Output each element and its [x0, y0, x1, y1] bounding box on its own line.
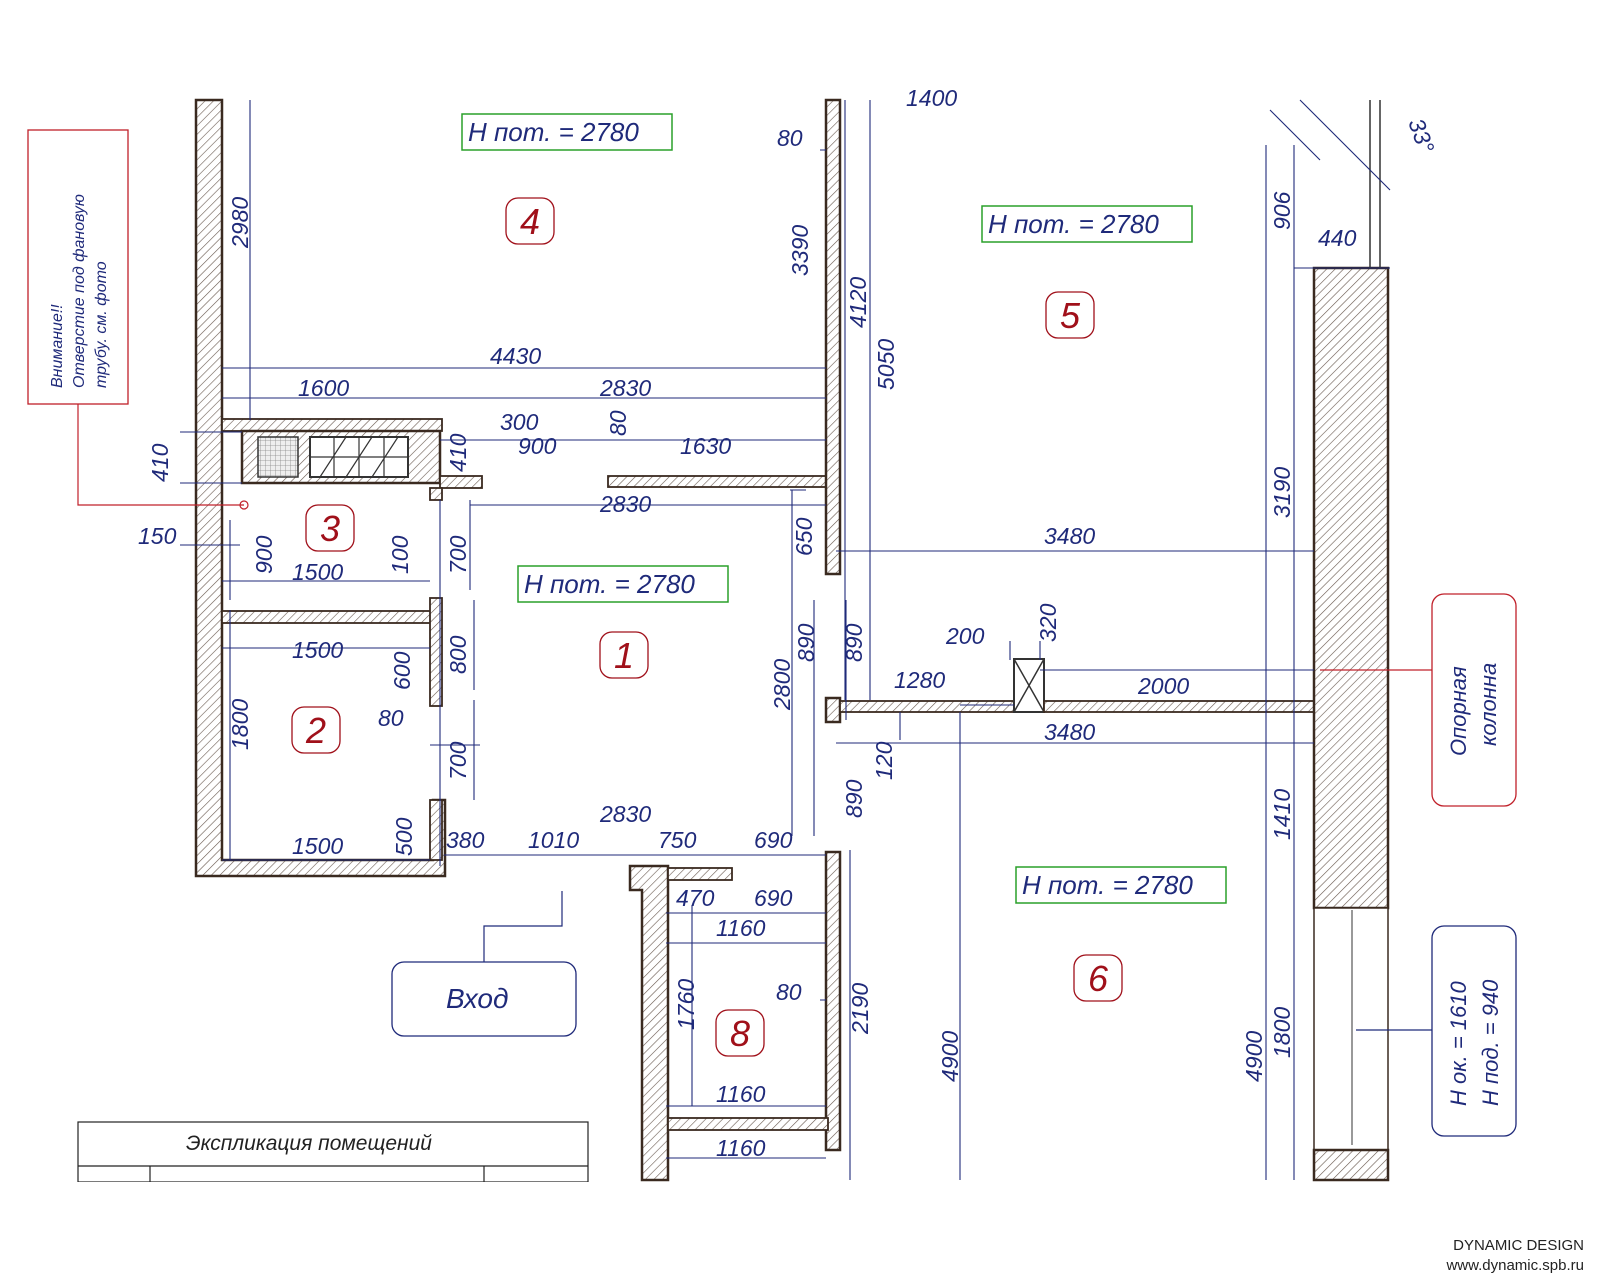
dim-label: 80 — [378, 705, 404, 731]
dim-label: 1500 — [292, 637, 343, 663]
dim-label: 906 — [1269, 191, 1295, 230]
dim-label: 80 — [605, 410, 631, 436]
room-number-6: 6 — [1088, 958, 1109, 999]
dim-label: 3480 — [1044, 523, 1095, 549]
dim-label: 80 — [777, 125, 803, 151]
dim-label: 650 — [791, 517, 817, 556]
footer-brand: DYNAMIC DESIGN — [1453, 1237, 1584, 1254]
dim-label: 1010 — [528, 827, 579, 853]
dim-label: 900 — [251, 535, 277, 574]
dim-label: 2800 — [769, 659, 795, 711]
dim-label: 3480 — [1044, 719, 1095, 745]
window-text-2: Н под. = 940 — [1478, 979, 1503, 1106]
room-6-height: Н пот. = 2780 — [1022, 870, 1193, 900]
dim-label: 890 — [793, 623, 819, 662]
dim-label: 80 — [776, 979, 802, 1005]
room-numbers: 4 5 3 1 2 6 8 — [291, 197, 1123, 1057]
explication-title: Экспликация помещений — [186, 1132, 432, 1155]
room-1-height: Н пот. = 2780 — [524, 569, 695, 599]
dim-label: 700 — [445, 741, 471, 780]
dim-label: 2830 — [599, 491, 651, 517]
warning-text-2: Отверстие под фановую — [71, 194, 88, 388]
dim-label: 800 — [445, 635, 471, 674]
dim-label: 1800 — [227, 699, 253, 750]
entrance-label: Вход — [446, 983, 508, 1014]
dim-label: 1760 — [673, 979, 699, 1030]
dim-label: 100 — [387, 535, 413, 574]
dim-label: 900 — [518, 433, 557, 459]
column-text-2: колонна — [1476, 663, 1501, 746]
page-margin — [0, 1182, 1600, 1280]
room-number-2: 2 — [305, 710, 326, 751]
dim-label: 500 — [391, 817, 417, 856]
dim-label: 1500 — [292, 833, 343, 859]
dim-label: 3190 — [1269, 467, 1295, 518]
column-callout: Опорная колонна — [1320, 593, 1517, 807]
dim-label: 120 — [871, 741, 897, 780]
footer-url: www.dynamic.spb.ru — [1446, 1257, 1584, 1274]
window-callout: Н ок. = 1610 Н под. = 940 — [1356, 925, 1517, 1137]
dim-label: 5050 — [873, 339, 899, 390]
dim-label: 410 — [147, 443, 173, 482]
entrance-callout: Вход — [391, 891, 577, 1037]
room-number-5: 5 — [1060, 295, 1081, 336]
warning-text-1: Внимание!! — [49, 304, 66, 388]
walls — [194, 98, 1390, 1182]
dim-label: 890 — [841, 623, 867, 662]
column-text-1: Опорная — [1446, 666, 1471, 756]
dimension-lines — [180, 99, 1391, 1180]
dim-label: 1500 — [292, 559, 343, 585]
dim-label: 2000 — [1137, 673, 1189, 699]
dim-label: 2830 — [599, 375, 651, 401]
room-4-height: Н пот. = 2780 — [468, 117, 639, 147]
dim-label: 200 — [945, 623, 985, 649]
dim-label: 4120 — [845, 277, 871, 328]
dim-label: 150 — [138, 523, 177, 549]
dim-label: 3390 — [787, 225, 813, 276]
warning-text-3: трубу. см. фото — [93, 261, 110, 388]
dim-label: 1400 — [906, 85, 957, 111]
dim-label: 1600 — [298, 375, 349, 401]
room-number-8: 8 — [730, 1013, 750, 1054]
dim-label: 1800 — [1269, 1007, 1295, 1058]
dim-label: 690 — [754, 827, 793, 853]
dim-label: 4430 — [490, 343, 541, 369]
dim-label: 2980 — [227, 197, 253, 249]
dim-label: 1630 — [680, 433, 731, 459]
room-5-height: Н пот. = 2780 — [988, 209, 1159, 239]
dim-label: 4900 — [1241, 1031, 1267, 1082]
height-labels: Н пот. = 2780 Н пот. = 2780 Н пот. = 278… — [461, 113, 1227, 904]
dim-label: 2830 — [599, 801, 651, 827]
footer: DYNAMIC DESIGN www.dynamic.spb.ru — [1446, 1236, 1584, 1276]
dim-label: 690 — [754, 885, 793, 911]
dim-label: 4900 — [937, 1031, 963, 1082]
dim-label: 300 — [500, 409, 539, 435]
dim-label: 1160 — [716, 1135, 766, 1161]
room-number-1: 1 — [614, 635, 634, 676]
dimension-labels: 2980 80 3390 4120 5050 906 440 1400 33° … — [138, 85, 1440, 1161]
dim-label: 440 — [1318, 225, 1357, 251]
dim-label: 1410 — [1269, 789, 1295, 840]
window-text-1: Н ок. = 1610 — [1446, 980, 1471, 1106]
room-number-3: 3 — [320, 508, 340, 549]
dim-label: 2190 — [847, 983, 873, 1035]
dim-label: 470 — [676, 885, 715, 911]
dim-label: 33° — [1403, 115, 1439, 157]
dim-label: 410 — [445, 433, 471, 472]
dim-label: 700 — [445, 535, 471, 574]
explication-table: Экспликация помещений — [77, 1121, 589, 1183]
dim-label: 1160 — [716, 915, 766, 941]
warning-callout: Внимание!! Отверстие под фановую трубу. … — [27, 129, 249, 510]
room-number-4: 4 — [520, 201, 540, 242]
dim-label: 890 — [841, 779, 867, 818]
dim-label: 600 — [389, 651, 415, 690]
dim-label: 750 — [658, 827, 697, 853]
dim-label: 1160 — [716, 1081, 766, 1107]
dim-label: 380 — [446, 827, 485, 853]
dim-label: 1280 — [894, 667, 945, 693]
dim-label: 320 — [1035, 603, 1061, 642]
